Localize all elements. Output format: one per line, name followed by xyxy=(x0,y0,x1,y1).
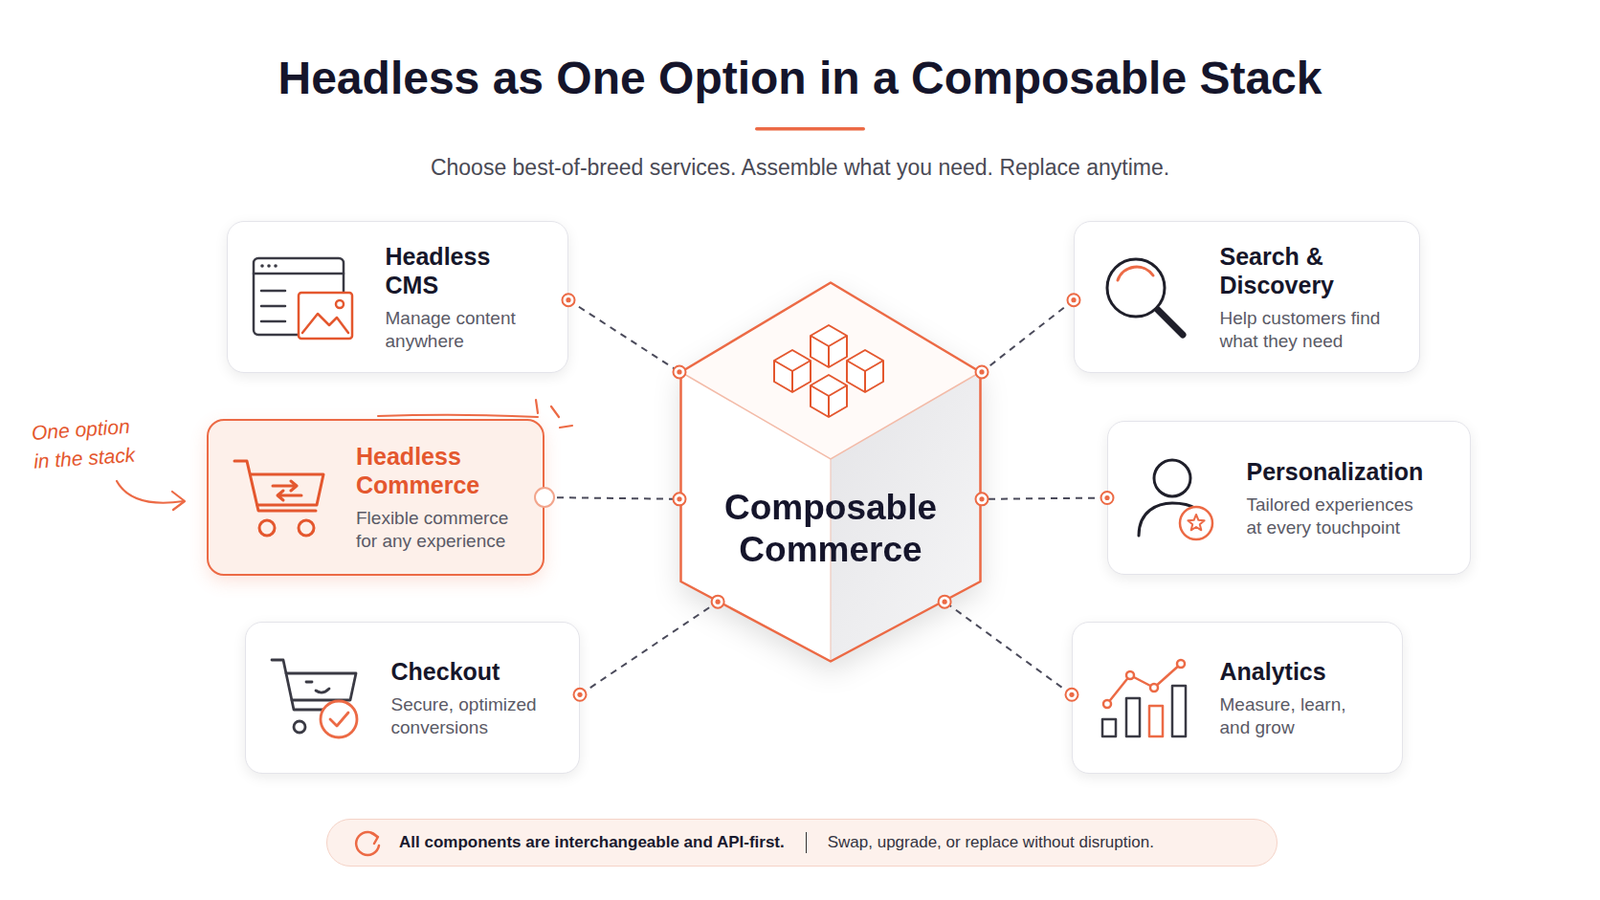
port-dot xyxy=(673,365,687,378)
connector-line xyxy=(944,601,1072,695)
card-description: Flexible commerce for any experience xyxy=(355,507,524,554)
card-heading: Headless CMS xyxy=(385,242,539,300)
port-dot xyxy=(562,293,576,307)
port-dot xyxy=(574,688,587,702)
service-card: CheckoutSecure, optimized conversions xyxy=(244,622,580,775)
callout-note: One option in the stack xyxy=(30,411,148,477)
hexagon-outline-part xyxy=(681,283,981,663)
port-dot xyxy=(976,492,989,506)
dashed-connector xyxy=(976,293,1081,378)
card-heading: Analytics xyxy=(1220,657,1364,687)
port-dot-center xyxy=(565,297,571,303)
card-text-column: AnalyticsMeasure, learn, and grow xyxy=(1220,622,1364,774)
port-dot xyxy=(1066,688,1079,702)
title-underline xyxy=(755,127,866,132)
connector-line xyxy=(981,300,1074,373)
card-text-column: Headless CMS Manage content anywhere xyxy=(385,222,539,373)
card-heading: Search & Discovery xyxy=(1220,242,1402,300)
subtitle: Choose best-of-breed services. Assemble … xyxy=(0,154,1600,181)
sparkle-marks xyxy=(535,400,573,428)
port-dot-center xyxy=(715,600,721,605)
service-card: PersonalizationTailored experiences at e… xyxy=(1107,421,1471,576)
port-dot-center xyxy=(676,496,682,502)
highlighted-service-card: Headless CommerceFlexible commerce for a… xyxy=(206,419,545,577)
card-description: Secure, optimized conversions xyxy=(391,693,559,740)
port-dot xyxy=(976,365,989,378)
divider xyxy=(805,832,807,854)
port-dot xyxy=(1101,491,1114,505)
card-heading: Personalization xyxy=(1246,457,1439,487)
hand-drawn-stroke xyxy=(377,415,538,418)
port-dot-center xyxy=(978,496,984,502)
band-statement: All components are interchangeable and A… xyxy=(399,832,785,854)
service-card: Search & DiscoveryHelp customers find wh… xyxy=(1073,221,1421,374)
sparkle-marks-part xyxy=(559,425,573,428)
footer-band: All components are interchangeable and A… xyxy=(326,819,1278,867)
port-dot xyxy=(534,488,555,508)
connector-line xyxy=(544,497,680,500)
card-description: Measure, learn, and grow xyxy=(1220,693,1364,740)
card-heading: Checkout xyxy=(391,657,559,687)
band-note: Swap, upgrade, or replace without disrup… xyxy=(827,832,1155,854)
port-dot-center xyxy=(978,369,984,375)
dashed-connector xyxy=(938,596,1079,702)
card-text-column: Search & DiscoveryHelp customers find wh… xyxy=(1220,222,1402,373)
port-dot xyxy=(673,492,687,506)
hub-label: Composable Commerce xyxy=(706,487,956,572)
port-dot-center xyxy=(577,692,582,698)
sparkle-marks-part xyxy=(551,406,559,418)
card-text-column: PersonalizationTailored experiences at e… xyxy=(1246,422,1439,575)
dashed-connector xyxy=(574,596,725,702)
port-dot-center xyxy=(942,600,948,605)
card-text-column: CheckoutSecure, optimized conversions xyxy=(391,622,559,774)
service-card: AnalyticsMeasure, learn, and grow xyxy=(1071,622,1403,775)
sparkle-marks-part xyxy=(535,400,538,414)
card-description: Tailored experiences at every touchpoint xyxy=(1246,493,1429,540)
card-description: Help customers find what they need xyxy=(1220,307,1402,354)
port-dot xyxy=(711,596,725,609)
port-dot-center xyxy=(1104,495,1110,501)
service-card: Headless CMS Manage content anywhere xyxy=(226,221,569,374)
dashed-connector xyxy=(976,491,1114,506)
callout-arrow xyxy=(116,481,185,511)
port-dot-center xyxy=(1068,692,1074,698)
card-text-column: Headless CommerceFlexible commerce for a… xyxy=(355,421,524,575)
diagram-title: Headless as One Option in a Composable S… xyxy=(0,48,1600,109)
hexagon-outline-part xyxy=(681,283,981,663)
callout-arrow-part xyxy=(116,481,184,504)
connector-line xyxy=(981,498,1108,500)
hexagon-outline-part xyxy=(681,372,981,460)
hub-hexagon: Composable Commerce xyxy=(679,281,982,664)
connector-line xyxy=(568,300,680,373)
port-dot xyxy=(1067,293,1081,307)
hexagon-outline xyxy=(679,281,982,664)
card-heading: Headless Commerce xyxy=(355,442,524,500)
dashed-connector xyxy=(562,293,687,378)
dashed-connector xyxy=(534,488,687,508)
port-dot xyxy=(938,596,952,609)
port-dot-center xyxy=(676,369,682,375)
connector-line xyxy=(579,601,718,695)
callout-arrow-part xyxy=(172,491,185,511)
card-description: Manage content anywhere xyxy=(385,307,539,354)
port-dot-center xyxy=(1070,297,1076,303)
